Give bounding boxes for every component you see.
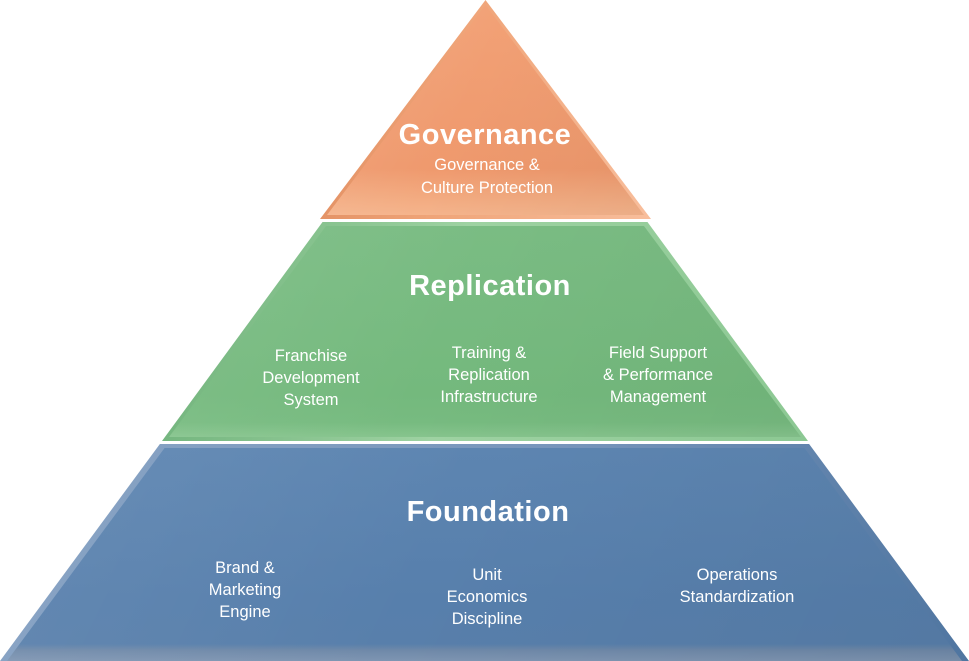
tier-foundation-shape xyxy=(0,444,969,661)
foundation-item-operations-standardization: Operations Standardization xyxy=(679,566,795,606)
tier-replication-shape xyxy=(162,222,808,441)
tier-foundation-face xyxy=(7,448,962,661)
foundation-item-unit-economics-discipline: Unit Economics Discipline xyxy=(446,566,528,628)
foundation-item-brand-marketing-engine: Brand & Marketing Engine xyxy=(208,559,282,621)
replication-item-franchise-development-system: Franchise Development System xyxy=(262,347,360,409)
governance-subtitle: Governance & Culture Protection xyxy=(420,156,554,197)
replication-item-field-support-performance-management: Field Support & Performance Management xyxy=(602,344,714,406)
governance-title: Governance xyxy=(398,119,572,151)
replication-title: Replication xyxy=(409,270,571,302)
replication-item-training-replication-infrastructure: Training & Replication Infrastructure xyxy=(440,344,538,406)
foundation-title: Foundation xyxy=(406,496,570,528)
